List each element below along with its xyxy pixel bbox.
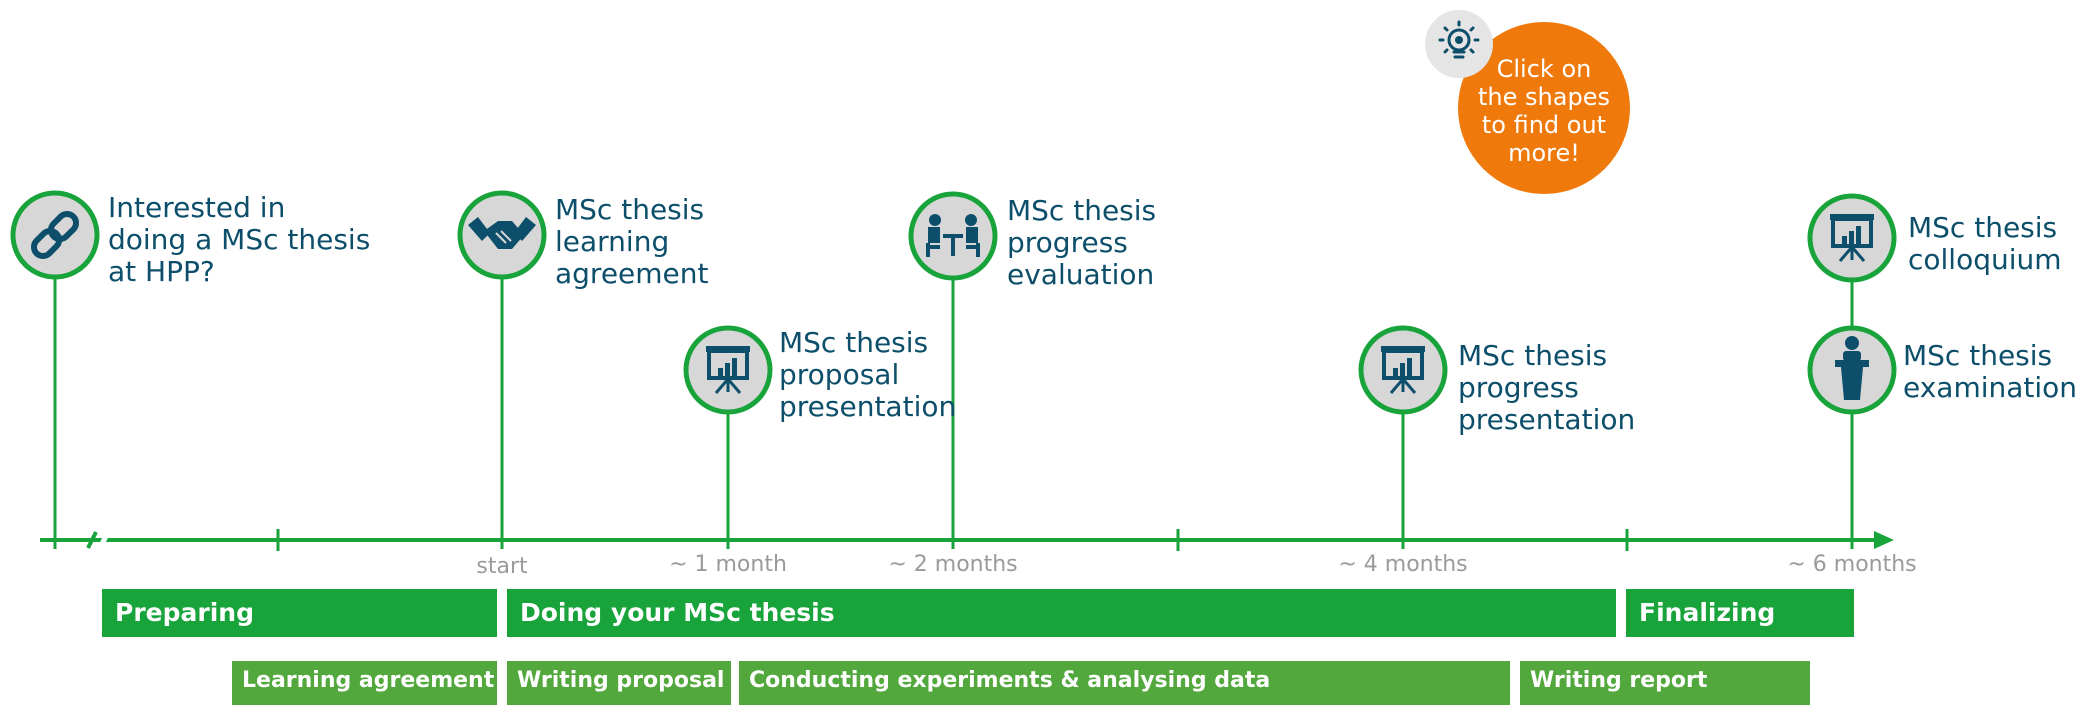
phase-bar-preparing[interactable]: Preparing [102,589,497,637]
phase-bar-finalizing[interactable]: Finalizing [1626,589,1854,637]
podium-speaker-icon [1835,336,1869,400]
milestone-label-proposal-presentation: MSc thesis proposal presentation [779,326,957,423]
activity-bar-writing-report[interactable]: Writing report [1520,661,1810,705]
milestone-label-examination: MSc thesis examination [1903,339,2078,404]
milestone-label-progress-presentation: MSc thesis progress presentation [1458,339,1636,436]
milestone-label-learning-agreement: MSc thesis learning agreement [555,193,709,290]
tick-label-start: start [476,554,528,579]
lightbulb-icon [1438,20,1480,59]
milestone-progress-evaluation[interactable] [908,191,998,281]
activity-bar-experiments[interactable]: Conducting experiments & analysing data [739,661,1510,705]
milestone-learning-agreement[interactable] [457,190,547,280]
milestone-colloquium[interactable] [1807,193,1897,283]
milestone-examination[interactable] [1807,325,1897,415]
handshake-icon [468,217,536,249]
lightbulb-badge [1425,10,1493,78]
milestone-label-progress-evaluation: MSc thesis progress evaluation [1007,194,1157,291]
tick-label-2-months: ~ 2 months [888,552,1018,577]
activity-bar-writing-proposal[interactable]: Writing proposal [507,661,731,705]
milestone-interested[interactable] [10,190,100,280]
tick-label-6-months: ~ 6 months [1787,552,1917,577]
axis-break-mark [86,531,98,549]
milestone-label-colloquium: MSc thesis colloquium [1908,211,2062,276]
link-icon [30,210,80,260]
milestone-label-interested: Interested in doing a MSc thesis at HPP? [108,191,371,288]
axis-break-mark [97,530,111,550]
tick-label-4-months: ~ 4 months [1338,552,1468,577]
milestone-progress-presentation[interactable] [1358,325,1448,415]
tick-label-1-month: ~ 1 month [669,552,787,577]
phase-bar-doing-thesis[interactable]: Doing your MSc thesis [507,589,1616,637]
activity-bar-learning-agreement[interactable]: Learning agreement [232,661,497,705]
timeline-arrowhead [1874,531,1894,549]
meeting-table-icon [926,214,980,257]
milestone-proposal-presentation[interactable] [683,325,773,415]
